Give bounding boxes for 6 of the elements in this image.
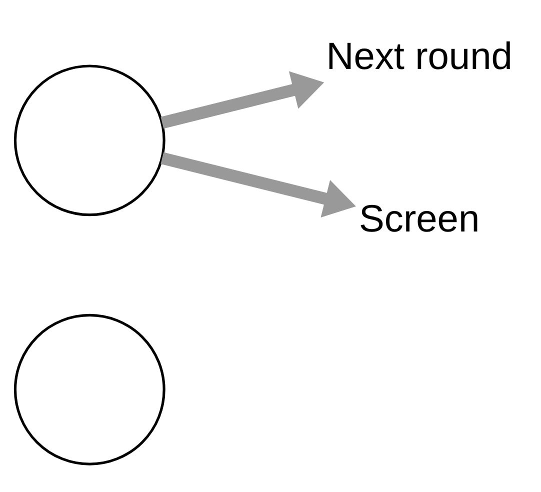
arrow bbox=[160, 152, 356, 218]
node-circle bbox=[14, 314, 166, 466]
node-circle bbox=[14, 64, 166, 216]
node-text: Next round bbox=[326, 36, 512, 78]
node-text: Screen bbox=[359, 198, 480, 240]
arrow bbox=[160, 71, 324, 129]
